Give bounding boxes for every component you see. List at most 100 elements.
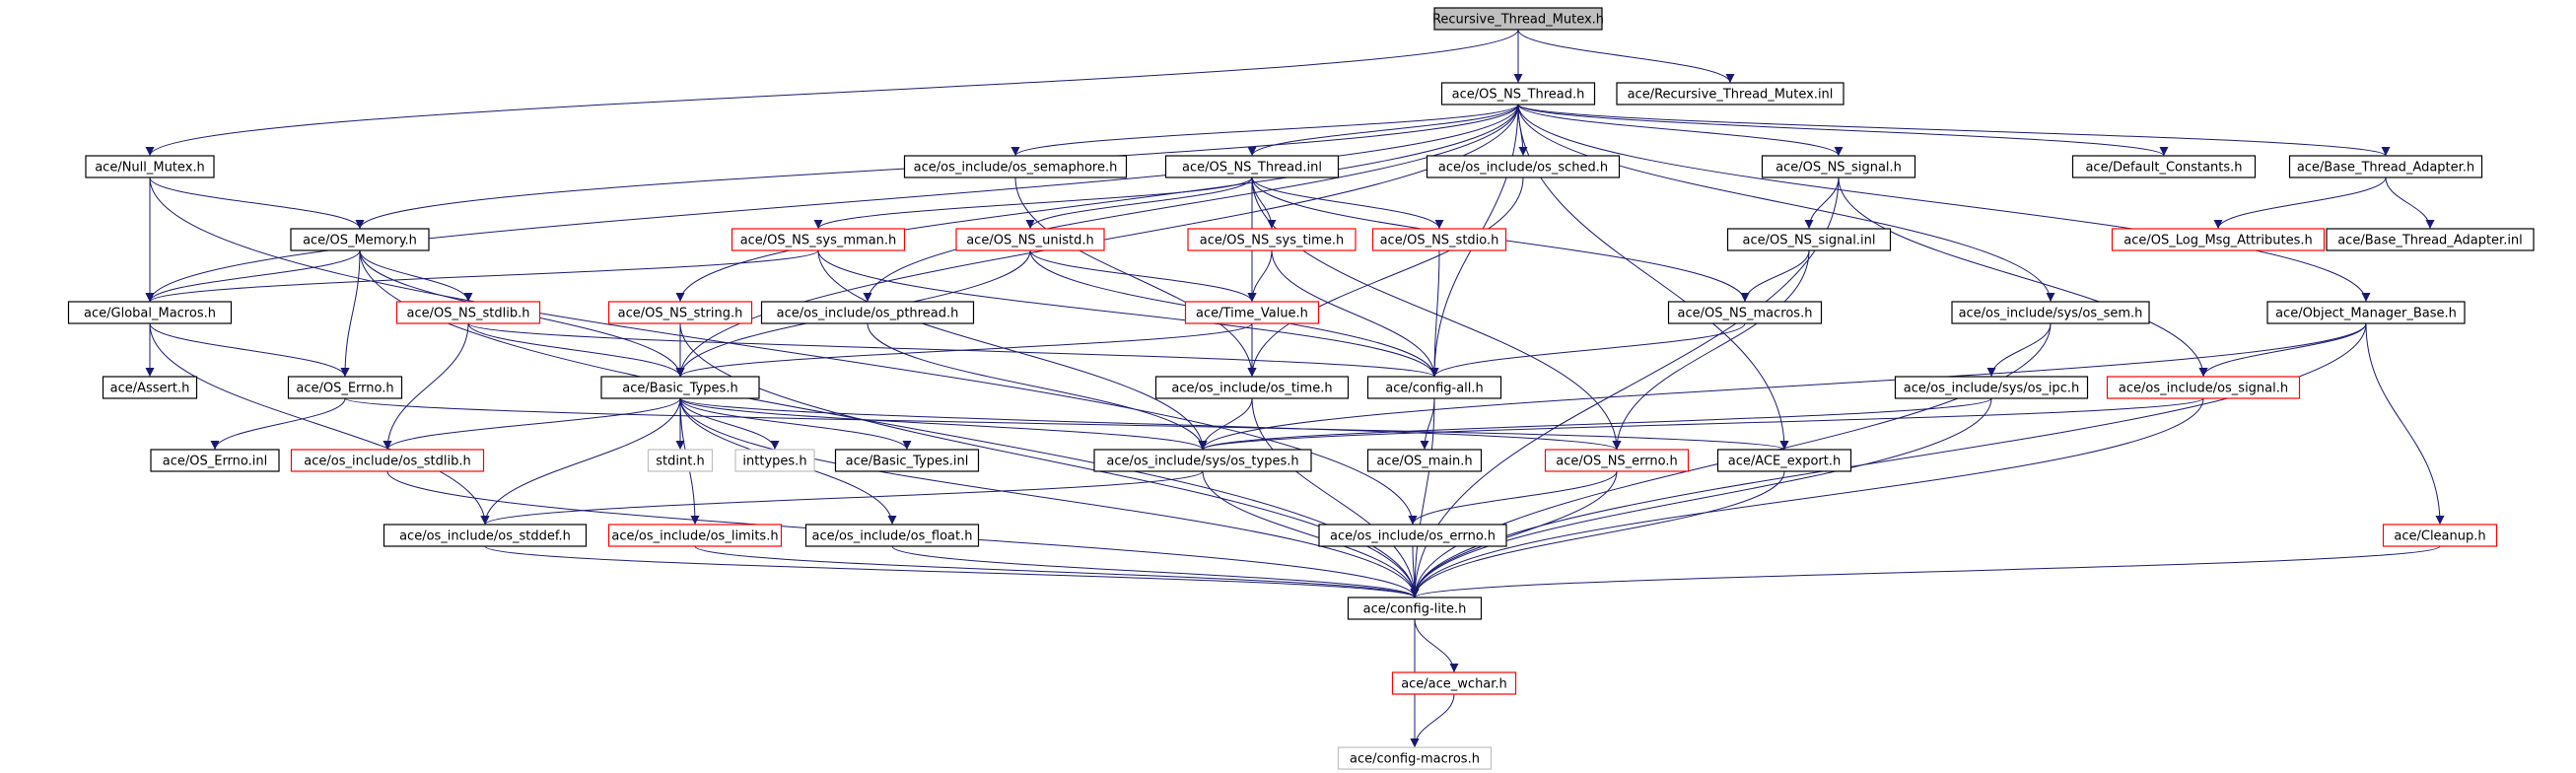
node-label-os_float: ace/os_include/os_float.h [811,529,972,544]
node-box-os_ns_stdlib [395,301,541,324]
node-label-os_signal: ace/os_include/os_signal.h [2119,382,2288,396]
node-os_ipc[interactable]: ace/os_include/sys/os_ipc.h [1894,376,2089,399]
node-box-os_ns_sys_time [1187,228,1357,251]
node-os_sem[interactable]: ace/os_include/sys/os_sem.h [1951,301,2150,324]
node-label-os_sched: ace/os_include/os_sched.h [1438,161,1608,176]
node-box-os_ns_macros [1667,301,1823,324]
node-cleanup[interactable]: ace/Cleanup.h [2382,524,2498,547]
edge-cleanup-to-config_lite [1410,545,2441,598]
edge-base_thread_adapter_h-to-os_log_msg [2213,176,2387,230]
edge-os_memory-to-os_errno_h [340,249,361,378]
node-label-assert_h: ace/Assert.h [110,382,190,396]
node-base_thread_adapter_h[interactable]: ace/Base_Thread_Adapter.h [2288,155,2483,178]
edge-os_memory-to-os_ns_stdlib [359,249,473,303]
node-os_ns_sys_time[interactable]: ace/OS_NS_sys_time.h [1187,228,1357,251]
node-os_log_msg[interactable]: ace/OS_Log_Msg_Attributes.h [2111,228,2326,251]
node-label-os_types: ace/os_include/sys/os_types.h [1106,455,1298,469]
node-box-null_mutex [85,155,215,178]
node-os_ns_macros[interactable]: ace/OS_NS_macros.h [1667,301,1823,324]
node-os_ns_string[interactable]: ace/OS_NS_string.h [607,301,753,324]
node-default_constants[interactable]: ace/Default_Constants.h [2071,155,2257,178]
node-config_lite[interactable]: ace/config-lite.h [1347,597,1483,620]
node-os_ns_signal_inl[interactable]: ace/OS_NS_signal.inl [1726,228,1892,251]
edge-object_manager_base-to-config_lite [1410,322,2367,598]
node-os_stddef[interactable]: ace/os_include/os_stddef.h [383,524,588,547]
node-os_pthread[interactable]: ace/os_include/os_pthread.h [760,301,975,324]
edge-os_ns_thread_inl-to-os_ns_unistd [1025,176,1253,230]
edge-os_sem-to-os_ipc [1986,322,2052,378]
node-label-os_ns_thread_inl: ace/OS_NS_Thread.inl [1182,161,1322,176]
node-box-os_signal [2106,376,2301,399]
node-ace_wchar[interactable]: ace/ace_wchar.h [1391,671,1517,695]
node-os_limits[interactable]: ace/os_include/os_limits.h [607,524,783,547]
node-ace_export[interactable]: ace/ACE_export.h [1716,449,1852,472]
edge-os_ns_macros-to-config_all [1429,322,1746,378]
edge-os_time-to-config_lite [1251,397,1420,598]
node-label-os_ns_errno: ace/OS_NS_errno.h [1556,455,1678,469]
node-time_value[interactable]: ace/Time_Value.h [1184,301,1320,324]
node-os_ns_thread_h[interactable]: ace/OS_NS_Thread.h [1440,82,1596,105]
node-box-os_pthread [760,301,975,324]
edge-time_value-to-basic_types_h [675,322,1253,378]
node-os_ns_signal_h[interactable]: ace/OS_NS_signal.h [1761,155,1916,178]
node-label-basic_types_h: ace/Basic_Types.h [622,382,737,396]
node-label-root: Recursive_Thread_Mutex.h [1432,13,1604,28]
node-basic_types_inl[interactable]: ace/Basic_Types.inl [834,449,980,472]
node-os_errno_inl[interactable]: ace/OS_Errno.inl [150,449,280,472]
node-os_memory[interactable]: ace/OS_Memory.h [290,228,430,251]
node-stdint[interactable]: stdint.h [647,449,714,472]
edge-os_types-to-config_lite [1202,470,1420,598]
node-box-basic_types_inl [834,449,980,472]
node-os_time[interactable]: ace/os_include/os_time.h [1154,376,1350,399]
node-assert_h[interactable]: ace/Assert.h [102,376,198,399]
node-global_macros[interactable]: ace/Global_Macros.h [67,301,233,324]
node-label-os_memory: ace/OS_Memory.h [303,234,417,248]
node-box-os_log_msg [2111,228,2326,251]
node-basic_types_h[interactable]: ace/Basic_Types.h [600,376,760,399]
edge-os_ns_errno-to-config_lite [1410,470,1618,598]
node-box-os_main [1366,449,1483,472]
node-os_float[interactable]: ace/os_include/os_float.h [804,524,980,547]
node-config_macros[interactable]: ace/config-macros.h [1337,746,1493,770]
node-object_manager_base[interactable]: ace/Object_Manager_Base.h [2266,301,2466,324]
node-label-object_manager_base: ace/Object_Manager_Base.h [2275,307,2457,321]
node-config_all[interactable]: ace/config-all.h [1366,376,1502,399]
node-os_stdlib[interactable]: ace/os_include/os_stdlib.h [290,449,485,472]
node-label-os_errno_inl: ace/OS_Errno.inl [163,455,267,469]
edge-os_ns_thread_h-to-base_thread_adapter_h [1517,104,2391,157]
node-inttypes[interactable]: inttypes.h [734,449,815,472]
node-os_ns_stdlib[interactable]: ace/OS_NS_stdlib.h [395,301,541,324]
node-box-os_errno_h [287,376,403,399]
node-box-os_errno_inc [1318,524,1507,547]
node-label-os_main: ace/OS_main.h [1376,455,1472,469]
node-base_thread_adapter_inl[interactable]: ace/Base_Thread_Adapter.inl [2326,228,2535,251]
node-os_ns_sys_mman[interactable]: ace/OS_NS_sys_mman.h [731,228,906,251]
edge-global_macros-to-os_errno_h [149,322,350,378]
node-os_errno_h[interactable]: ace/OS_Errno.h [287,376,403,399]
node-os_types[interactable]: ace/os_include/sys/os_types.h [1093,449,1312,472]
node-os_signal[interactable]: ace/os_include/os_signal.h [2106,376,2301,399]
node-label-os_ns_sys_mman: ace/OS_NS_sys_mman.h [740,234,897,248]
node-os_ns_thread_inl[interactable]: ace/OS_NS_Thread.inl [1164,155,1340,178]
node-recursive_inl[interactable]: ace/Recursive_Thread_Mutex.inl [1616,82,1845,105]
node-os_ns_unistd[interactable]: ace/OS_NS_unistd.h [955,228,1105,251]
node-os_main[interactable]: ace/OS_main.h [1366,449,1483,472]
node-null_mutex[interactable]: ace/Null_Mutex.h [85,155,215,178]
edge-os_ns_signal_h-to-os_signal [1838,176,2208,378]
node-box-config_lite [1347,597,1483,620]
node-box-stdint [647,449,714,472]
node-label-os_ns_string: ace/OS_NS_string.h [618,307,743,321]
node-box-os_stdlib [290,449,485,472]
edge-os_ns_sys_mman-to-os_types [817,249,1208,451]
node-box-os_semaphore [903,155,1128,178]
node-box-os_float [804,524,980,547]
node-os_ns_errno[interactable]: ace/OS_NS_errno.h [1544,449,1690,472]
node-os_errno_inc[interactable]: ace/os_include/os_errno.h [1318,524,1507,547]
node-os_sched[interactable]: ace/os_include/os_sched.h [1426,155,1621,178]
edge-os_ns_stdlib-to-config_all [467,322,1439,378]
edge-os_ns_thread_h-to-os_pthread [863,104,1519,303]
node-os_ns_stdio[interactable]: ace/OS_NS_stdio.h [1371,228,1507,251]
edge-os_ns_thread_inl-to-os_ns_stdio [1251,176,1444,230]
node-os_semaphore[interactable]: ace/os_include/os_semaphore.h [903,155,1128,178]
